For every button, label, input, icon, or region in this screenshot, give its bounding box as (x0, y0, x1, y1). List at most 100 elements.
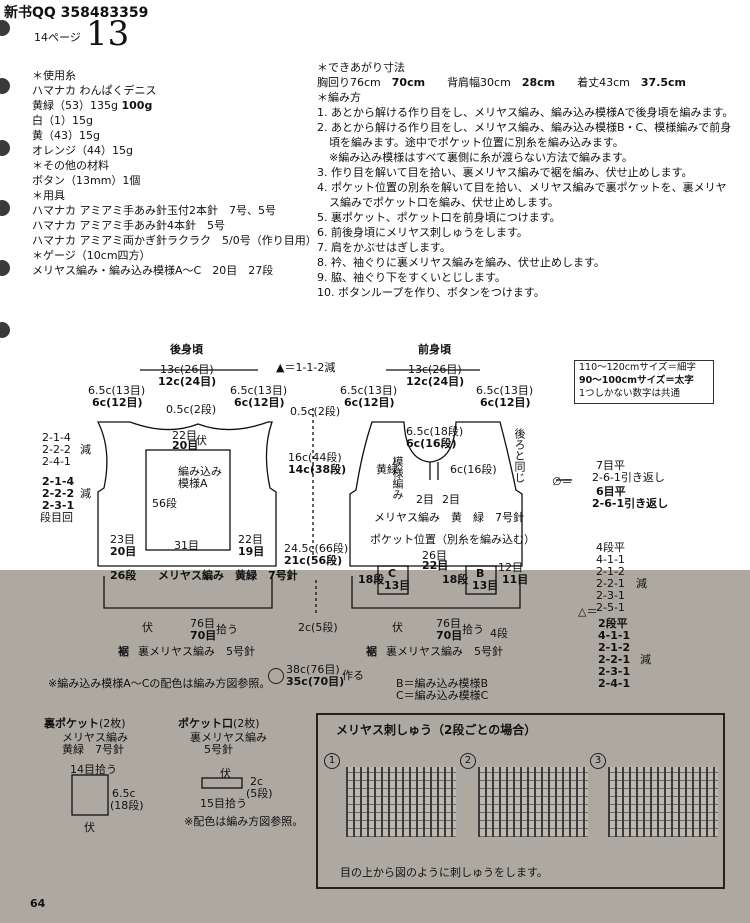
tools-heading: ＊用具 (32, 189, 65, 202)
method-step: 10. ボタンループを作り、ボタンをつけます。 (317, 286, 545, 299)
shaping-note: 4-1-1 (596, 553, 625, 566)
collar-stitches-large: 35c(70目) (286, 675, 345, 688)
front-pocket-rows: 18段 (442, 573, 469, 586)
knit-swatch (478, 767, 588, 837)
finished-heading: ＊できあがり寸法 (317, 61, 405, 74)
back-rows-26: 26段 (110, 569, 137, 582)
front-shoulder-right-large: 6c(12目) (480, 396, 531, 409)
item-number: 13 (86, 14, 130, 54)
back-decrease: 2-2-2 (42, 487, 75, 500)
shaping-note: 6目平 (596, 485, 626, 498)
pocket-mouth-pick: 15目拾う (200, 797, 247, 810)
front-pick-up: 拾う (462, 623, 484, 636)
back-stitch-count: 20目 (110, 545, 137, 558)
method-step: ※編み込み模様はすべて裏側に糸が渡らない方法で編みます。 (329, 151, 633, 164)
gauge-value: メリヤス編み・編み込み模様A〜C 20目 27段 (32, 264, 274, 277)
button-material: ボタン（13mm）1個 (32, 174, 141, 187)
front-pocket-side: 12目 (498, 561, 523, 574)
front-top-width-large: 12c(24目) (406, 375, 465, 388)
method-step: 2. あとから解ける作り目をし、メリヤス編み、編み込み模様B・C、模様編みで前身 (317, 121, 732, 134)
pocket-mouth-knit: 裏メリヤス編み (190, 731, 267, 744)
yarn-heading: ＊使用糸 (32, 69, 76, 82)
gauge-heading: ＊ゲージ（10cm四方） (32, 249, 151, 262)
shaping-note: 2-6-1引き返し (592, 497, 669, 510)
shaping-note: 2-1-2 (598, 641, 631, 654)
back-pocket-square (71, 774, 109, 816)
back-knit-label: メリヤス編み 黄緑 7号針 (158, 569, 298, 582)
back-stitch-count: 23目 (110, 533, 135, 546)
back-shoulder-right-large: 6c(12目) (234, 396, 285, 409)
front-pocket-width-large: 22目 (422, 559, 449, 572)
tool-item: ハマナカ アミアミ両かぎ針ラクラク 5/0号（作り目用） (32, 234, 317, 247)
step-number: 1 (324, 753, 340, 769)
back-decrease-label: 減 (80, 443, 91, 456)
shaping-note: 4段平 (596, 541, 625, 554)
back-pocket-color: 黄緑 7号針 (62, 743, 124, 756)
method-step: 6. 前後身頃にメリヤス刺しゅうをします。 (317, 226, 528, 239)
back-shoulder-left: 6.5c(13目) (88, 384, 146, 397)
size-legend-line: 1つしかない数字は共通 (579, 388, 681, 399)
front-shoulder-left-large: 6c(12目) (344, 396, 395, 409)
front-neck-rows: 6c(16段) (450, 463, 497, 476)
collar-stitches: 38c(76目) (286, 663, 340, 676)
shaping-note: 2-3-1 (596, 589, 625, 602)
front-pocket-B: B (476, 567, 485, 580)
knit-swatch (608, 767, 718, 837)
back-bind-off: 伏 (196, 434, 207, 447)
page-label: 14ページ (34, 31, 81, 44)
pocket-mouth-title: ポケット口(2枚) (178, 717, 260, 730)
back-decrease: 2-1-4 (42, 431, 71, 444)
mid-dim: 2c(5段) (298, 621, 338, 634)
size-legend-line: 90〜100cmサイズ＝太字 (579, 375, 694, 386)
binding-hole (0, 20, 10, 36)
front-hem-knit: 裏メリヤス編み 5号針 (386, 645, 503, 658)
embroidery-box: メリヤス刺しゅう（2段ごとの場合） 1 2 3 目の上から図のように刺しゅうをし… (316, 713, 725, 889)
back-stitch-count: 31目 (174, 539, 199, 552)
step-number: 3 (590, 753, 606, 769)
front-pocket-stitches: 13目 (384, 579, 411, 592)
back-pattern-label: 模様A (178, 477, 208, 490)
yarn-name: ハマナカ わんぱくデニス (32, 84, 157, 97)
pocket-box-right (465, 565, 497, 595)
pocket-mouth-height: 2c (250, 775, 264, 788)
pocket-mouth-needle: 5号針 (204, 743, 233, 756)
method-step: 8. 衿、袖ぐりに裏メリヤス編みを編み、伏せ止めします。 (317, 256, 605, 269)
collar-make: 作る (342, 669, 364, 682)
mid-dim: 24.5c(66段) (284, 542, 349, 555)
back-title: 後身頃 (170, 343, 203, 356)
front-neck-rows: 6.5c(18段) (406, 425, 464, 438)
shaping-note: 2-5-1 (596, 601, 625, 614)
front-top-width: 13c(26目) (408, 363, 462, 376)
collar-marker (268, 668, 284, 684)
tool-item: ハマナカ アミアミ手あみ針玉付2本針 7号、5号 (32, 204, 277, 217)
front-same-as-back: 後ろと同じ (513, 428, 526, 483)
binding-hole (0, 260, 10, 276)
method-step: 5. 裏ポケット、ポケット口を前身頃につけます。 (317, 211, 561, 224)
yarn-row: 白（1）15g (32, 114, 93, 127)
front-pocket-stitches: 13目 (472, 579, 499, 592)
back-neck-rows: 0.5c(2段) (166, 403, 217, 416)
back-pocket-title: 裏ポケット(2枚) (44, 717, 126, 730)
method-step: 1. あとから解ける作り目をし、メリヤス編み、編み込み模様Aで後身頃を編みます。 (317, 106, 734, 119)
back-pattern-label: 編み込み (178, 465, 222, 478)
yarn-row: 黄（43）15g (32, 129, 100, 142)
back-decrease: 2-1-4 (42, 475, 75, 488)
front-hem-stitches-large: 70目 (436, 629, 463, 642)
front-shoulder-left: 6.5c(13目) (340, 384, 398, 397)
back-decrease: 2-4-1 (42, 455, 71, 468)
embroidery-title: メリヤス刺しゅう（2段ごとの場合） (336, 723, 537, 737)
back-top-width-large: 12c(24目) (158, 375, 217, 388)
back-body-outline (96, 421, 277, 567)
embroidery-caption: 目の上から図のように刺しゅうをします。 (340, 866, 548, 879)
back-decrease: 2-3-1 (42, 499, 75, 512)
pocket-mouth-note: ※配色は編み方図参照。 (184, 815, 304, 828)
pocket-mouth-bindoff: 伏 (220, 767, 231, 780)
tool-item: ハマナカ アミアミ手あみ針4本針 5号 (32, 219, 226, 232)
empty-set-symbol: ∅＝ (552, 475, 573, 488)
back-hem-bindoff: 伏 (142, 621, 153, 634)
front-hem-bindoff: 伏 (392, 621, 403, 634)
yarn-row: 黄緑（53）135g 100g (32, 99, 153, 112)
front-stitch-count: 2目 (416, 493, 434, 506)
back-neck-stitches-large: 20目 (172, 439, 199, 452)
front-pattern-label: 模様編み (391, 456, 404, 500)
